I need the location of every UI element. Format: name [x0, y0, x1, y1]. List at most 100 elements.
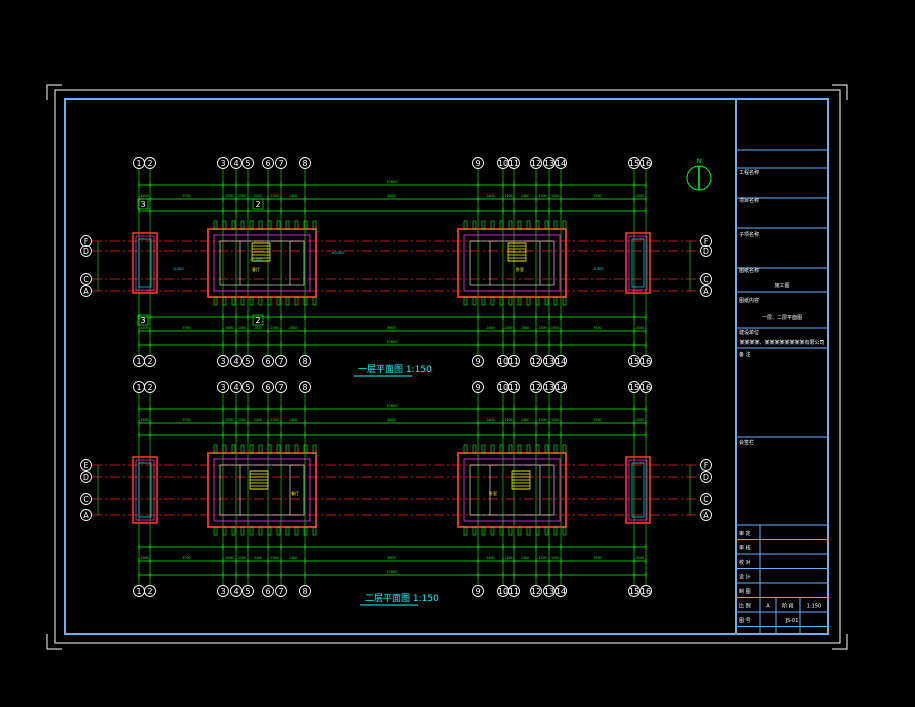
- window-line: [138, 238, 152, 288]
- dimension-text: 2400: [486, 194, 494, 198]
- grid-bubble-ring: [472, 381, 484, 393]
- pier: [213, 526, 218, 536]
- pier: [285, 296, 290, 306]
- level-label: -0.300: [592, 267, 603, 271]
- pier: [562, 444, 567, 454]
- pier: [463, 526, 468, 536]
- pier: [526, 296, 531, 306]
- pier: [249, 444, 254, 454]
- grid-bubble-ring: [80, 273, 92, 285]
- dimension-text: 1500: [270, 418, 278, 422]
- grid-bubble-ring: [217, 355, 229, 367]
- grid-bubble-ring: [700, 459, 712, 471]
- pier: [312, 444, 317, 454]
- grid-bubble-label: 15: [629, 159, 639, 168]
- dimension-text: 4500: [140, 556, 148, 560]
- grid-bubble-label: D: [83, 473, 89, 482]
- stair-outline: [507, 242, 527, 262]
- grid-bubble-ring: [275, 585, 287, 597]
- pier: [535, 444, 540, 454]
- pier: [249, 296, 254, 306]
- grid-bubble-label: 16: [641, 383, 651, 392]
- wall-inner: [213, 234, 311, 292]
- pier: [240, 296, 245, 306]
- overall-dimension: 37600: [386, 340, 397, 344]
- title-block-label: 项目名称: [739, 197, 759, 204]
- grid-bubble-row-left-C: C: [80, 493, 92, 505]
- grid-bubble-ring: [217, 381, 229, 393]
- pier: [499, 526, 504, 536]
- pier: [499, 444, 504, 454]
- grid-bubble-ring: [508, 585, 520, 597]
- dimension-text: 1500: [504, 326, 512, 330]
- grid-bubble-label: 8: [302, 357, 307, 366]
- sheet-label: 图 号: [739, 618, 751, 624]
- pier: [285, 526, 290, 536]
- pier: [544, 444, 549, 454]
- dimension-text: 1500: [551, 556, 559, 560]
- dimension-text: 2400: [289, 418, 297, 422]
- grid-bubble-ring: [472, 355, 484, 367]
- dimension-text: 2400: [254, 194, 262, 198]
- grid-bubble-top-6: 6: [262, 381, 274, 393]
- pier: [553, 296, 558, 306]
- room-outline: [469, 464, 555, 516]
- grid-bubble-ring: [299, 585, 311, 597]
- grid-bubble-ring: [530, 157, 542, 169]
- title-block: 工程名称项目名称子项名称图纸名称图纸内容建设单位施工图一层、二层平面图某某某某、…: [735, 99, 828, 634]
- grid-bubble-label: 12: [531, 383, 541, 392]
- dimension-text: 4500: [636, 326, 644, 330]
- wall-inner: [463, 234, 561, 292]
- grid-bubble-label: 5: [245, 357, 250, 366]
- section-mark-box: [252, 314, 264, 326]
- grid-bubble-ring: [262, 381, 274, 393]
- pier: [562, 296, 567, 306]
- grid-bubble-ring: [508, 355, 520, 367]
- pier: [222, 296, 227, 306]
- grid-bubble-row-left-A: A: [80, 509, 92, 521]
- grid-bubble-label: 3: [220, 587, 225, 596]
- grid-bubble-row-right-F: F: [700, 235, 712, 247]
- grid-bubble-top-4: 4: [230, 157, 242, 169]
- grid-bubble-ring: [262, 585, 274, 597]
- grid-bubble-bottom-11: 11: [508, 355, 520, 367]
- grid-bubble-top-13: 13: [543, 157, 555, 169]
- grid-bubble-top-9: 9: [472, 157, 484, 169]
- grid-bubble-label: 9: [475, 357, 480, 366]
- grid-bubble-top-5: 5: [242, 381, 254, 393]
- grid-bubble-label: 7: [278, 159, 283, 168]
- grid-bubble-label: 13: [544, 357, 554, 366]
- grid-bubble-ring: [555, 355, 567, 367]
- pier: [508, 296, 513, 306]
- grid-bubble-label: 11: [509, 587, 519, 596]
- grid-bubble-ring: [242, 381, 254, 393]
- grid-bubble-label: 9: [475, 383, 480, 392]
- pier: [472, 444, 477, 454]
- grid-bubble-top-13: 13: [543, 381, 555, 393]
- grid-bubble-top-14: 14: [555, 157, 567, 169]
- grid-bubble-bottom-12: 12: [530, 585, 542, 597]
- overall-dimension: 37600: [386, 180, 397, 184]
- grid-bubble-top-5: 5: [242, 157, 254, 169]
- wall-inner: [135, 459, 155, 521]
- dimension-text: 1500: [225, 556, 233, 560]
- grid-bubble-ring: [275, 157, 287, 169]
- grid-bubble-bottom-15: 15: [628, 355, 640, 367]
- grid-bubble-bottom-10: 10: [497, 355, 509, 367]
- grid-bubble-label: 6: [265, 159, 270, 168]
- dimension-text: 2400: [521, 418, 529, 422]
- grid-bubble-ring: [700, 493, 712, 505]
- grid-bubble-ring: [700, 235, 712, 247]
- grid-bubble-row-right-C: C: [700, 493, 712, 505]
- pier: [312, 220, 317, 230]
- pier: [285, 444, 290, 454]
- notes-label: 会签栏: [739, 439, 754, 446]
- pier: [481, 526, 486, 536]
- grid-bubble-top-12: 12: [530, 157, 542, 169]
- pier: [267, 526, 272, 536]
- grid-bubble-top-14: 14: [555, 381, 567, 393]
- pier: [463, 220, 468, 230]
- pier: [276, 526, 281, 536]
- grid-bubble-label: 7: [278, 357, 283, 366]
- grid-bubble-top-7: 7: [275, 381, 287, 393]
